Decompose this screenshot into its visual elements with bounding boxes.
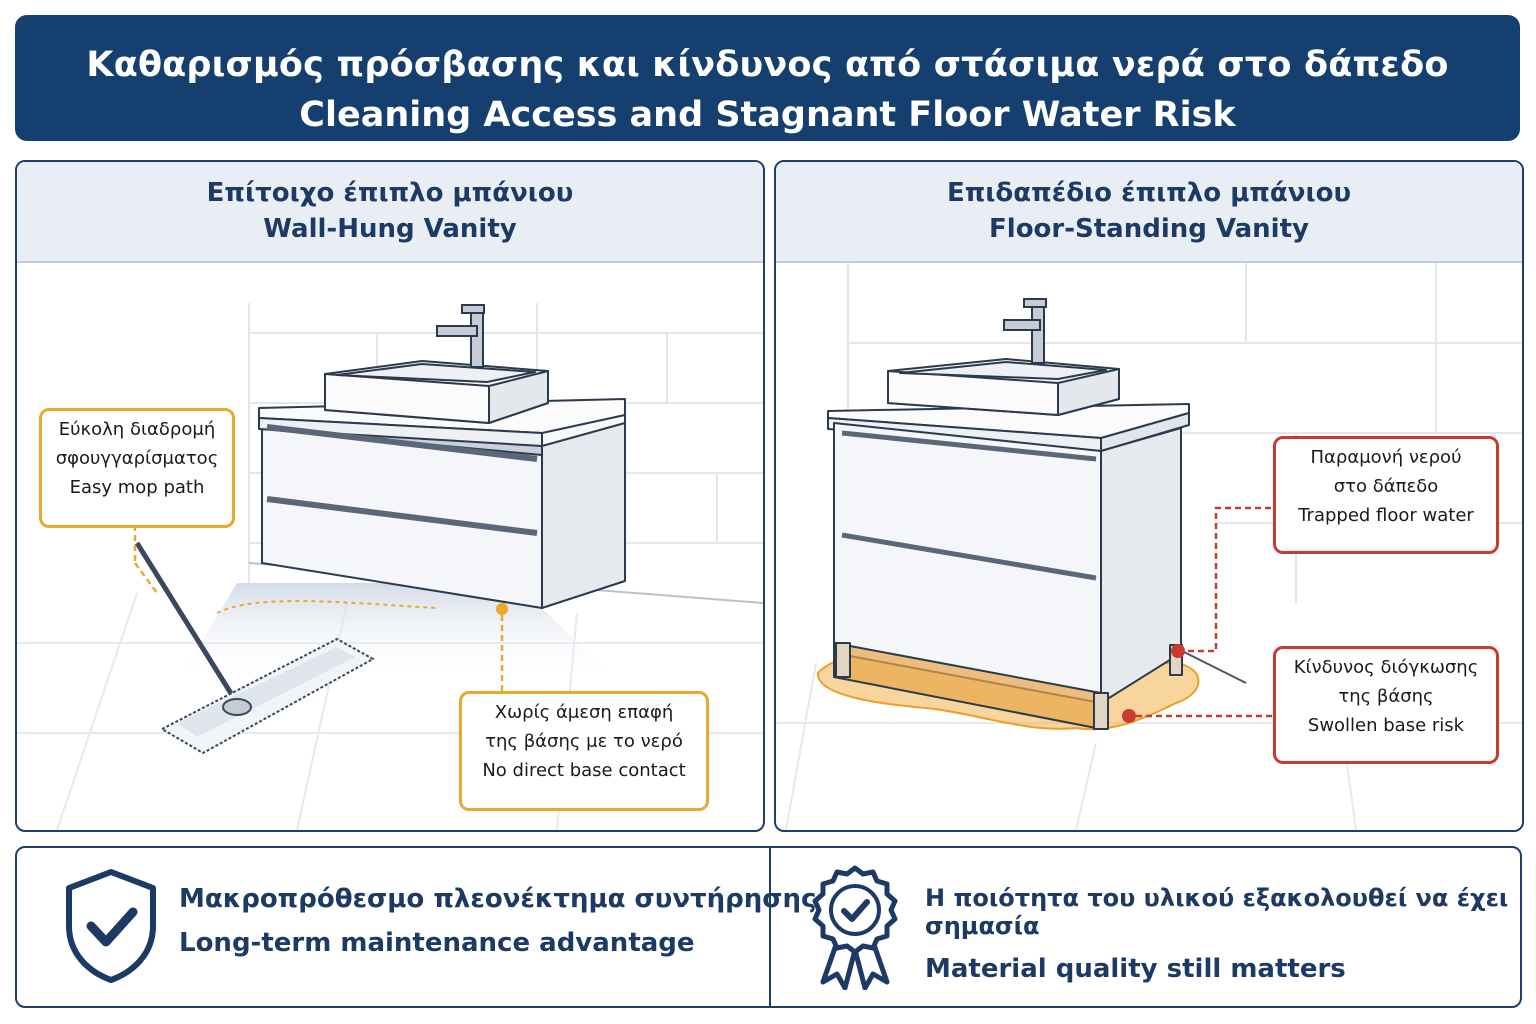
swollen-base-greek-2: της βάσης	[1338, 686, 1434, 707]
easy-mop-callout: Εύκολη διαδρομή σφουγγαρίσματος Easy mop…	[39, 408, 235, 528]
wall-hung-panel: Επίτοιχο έπιπλο μπάνιου Wall-Hung Vanity	[15, 160, 765, 832]
wall-hung-vanity	[258, 398, 626, 609]
wall-hung-header: Επίτοιχο έπιπλο μπάνιου Wall-Hung Vanity	[17, 162, 763, 263]
mop-path-arc	[216, 600, 438, 614]
trapped-water-connector	[1178, 506, 1272, 653]
swollen-base-marker	[1122, 709, 1136, 723]
maintenance-feature: Μακροπρόθεσμο πλεονέκτημα συντήρησης Lon…	[179, 884, 816, 958]
maintenance-english: Long-term maintenance advantage	[179, 928, 695, 958]
basin	[324, 360, 549, 424]
trapped-water-english: Trapped floor water	[1298, 505, 1474, 526]
wall-hung-illustration	[17, 303, 763, 830]
trapped-water-greek-2: στο δάπεδο	[1333, 476, 1439, 497]
no-contact-greek-2: της βάσης με το νερό	[485, 731, 683, 752]
trapped-water-callout: Παραμονή νερού στο δάπεδο Trapped floor …	[1273, 436, 1499, 554]
swollen-base-callout: Κίνδυνος διόγκωσης της βάσης Swollen bas…	[1273, 646, 1499, 764]
no-contact-greek-1: Χωρίς άμεση επαφή	[494, 702, 674, 723]
easy-mop-greek-2: σφουγγαρίσματος	[55, 448, 219, 469]
title-greek: Καθαρισμός πρόσβασης και κίνδυνος από στ…	[86, 45, 1449, 85]
floor-standing-title-english: Floor-Standing Vanity	[989, 214, 1309, 244]
contact-marker	[496, 603, 508, 615]
trapped-water-greek-1: Παραμονή νερού	[1310, 447, 1462, 468]
swollen-base-greek-1: Κίνδυνος διόγκωσης	[1293, 657, 1479, 678]
title-english: Cleaning Access and Stagnant Floor Water…	[299, 95, 1236, 135]
material-greek: Η ποιότητα του υλικού εξακολουθεί να έχε…	[925, 884, 1509, 940]
faucet	[436, 304, 485, 368]
floor-standing-vanity	[827, 403, 1190, 730]
floor-standing-illustration	[776, 263, 1522, 830]
easy-mop-english: Easy mop path	[69, 477, 205, 498]
swollen-base-english: Swollen base risk	[1307, 715, 1465, 736]
no-contact-callout: Χωρίς άμεση επαφή της βάσης με το νερό N…	[459, 691, 709, 811]
summary-divider	[769, 848, 771, 1006]
material-quality-feature: Η ποιότητα του υλικού εξακολουθεί να έχε…	[925, 884, 1520, 984]
faucet	[1003, 298, 1047, 364]
no-contact-english: No direct base contact	[482, 760, 686, 781]
wall-hung-title-english: Wall-Hung Vanity	[263, 214, 517, 244]
mop	[134, 541, 376, 755]
basin	[887, 358, 1120, 416]
floor-standing-panel: Επιδαπέδιο έπιπλο μπάνιου Floor-Standing…	[774, 160, 1524, 832]
rosette-check-icon	[812, 865, 898, 990]
floor-standing-header: Επιδαπέδιο έπιπλο μπάνιου Floor-Standing…	[776, 162, 1522, 263]
wall-floor-line	[1175, 647, 1247, 684]
maintenance-greek: Μακροπρόθεσμο πλεονέκτημα συντήρησης	[179, 884, 817, 914]
summary-bar: Μακροπρόθεσμο πλεονέκτημα συντήρησης Lon…	[15, 846, 1522, 1008]
easy-mop-greek-1: Εύκολη διαδρομή	[58, 419, 216, 440]
title-banner: Καθαρισμός πρόσβασης και κίνδυνος από στ…	[15, 15, 1520, 141]
shield-check-icon	[66, 869, 156, 983]
floor-standing-title-greek: Επιδαπέδιο έπιπλο μπάνιου	[946, 178, 1352, 208]
wall-hung-title-greek: Επίτοιχο έπιπλο μπάνιου	[206, 178, 574, 208]
material-english: Material quality still matters	[925, 954, 1346, 984]
